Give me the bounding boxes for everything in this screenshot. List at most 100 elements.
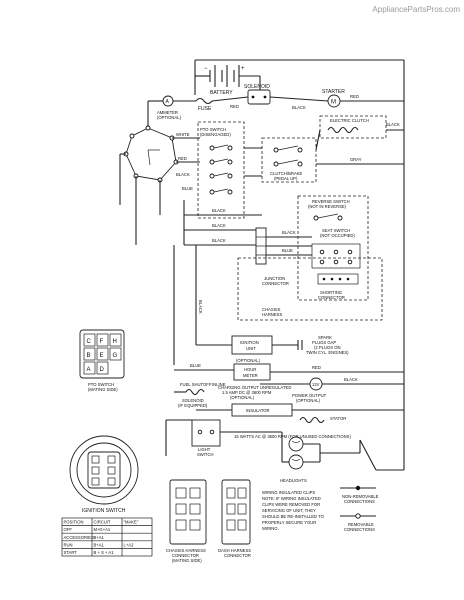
headlights (288, 436, 304, 470)
pto-switch-state: (DISENGAGED) (200, 132, 231, 137)
shorting-connector-label-2: CONNECTOR (318, 295, 345, 300)
table-cell: RUN (64, 542, 73, 547)
pto-pin-letter: B (87, 353, 91, 359)
pto-pin-letter: E (100, 353, 104, 359)
battery-symbol: − + (204, 65, 245, 87)
starter-label: STARTER (322, 89, 345, 95)
hour-meter-note: (OPTIONAL) (236, 358, 261, 363)
clutch-coil (327, 126, 359, 134)
clip-note-line: SERVICING OF UNIT, THEY (262, 508, 316, 513)
ignition-unit-label-2: UNIT (246, 346, 256, 351)
pto-pin-cell (109, 347, 122, 361)
power-output-12v-label: 12V (312, 382, 320, 387)
hour-meter-label-2: METER (243, 373, 258, 378)
power-output-label-2: (OPTIONAL) (296, 398, 321, 403)
pto-pin-cell (96, 333, 109, 347)
dash-connector-label-1: DASH HARNESS (218, 548, 251, 553)
table-cell: START (64, 550, 78, 555)
clutch-brake-title: CLUTCH/BRAKE (270, 171, 303, 176)
reverse-switch-state: (NOT IN REVERSE) (308, 204, 347, 209)
solenoid (247, 89, 271, 105)
spark-plug-label-2: PLUGS GAP (312, 340, 336, 345)
table-cell: B+A1 (94, 542, 105, 547)
non-removable-dot (355, 485, 361, 491)
pto-pin-letter: H (113, 339, 117, 345)
clip-note-line: WIRING. (262, 526, 279, 531)
wire-label-black-3: BLACK (386, 122, 400, 127)
wire-label-black-7: BLACK (282, 230, 296, 235)
wire-label-black-2: BLACK (176, 172, 190, 177)
chassis-connector-label-3: (MATING SIDE) (172, 558, 202, 563)
pto-switch-mating-note: (MATING SIDE) (88, 387, 118, 392)
svg-text:A: A (166, 99, 170, 105)
pto-pin-cell (96, 347, 109, 361)
dash-connector-label-2: CONNECTOR (224, 553, 251, 558)
fuel-solenoid-label-1: FUEL SHUTOFF (180, 382, 212, 387)
wire-label-red-2: RED (230, 104, 239, 109)
wire-label-white: WHITE (176, 132, 190, 137)
wire-label-black-vert: BLACK (198, 300, 203, 314)
pto-pin-cell (109, 333, 122, 347)
clutch-brake-state: (PEDAL UP) (274, 176, 298, 181)
wire-label-black-4: BLACK (212, 208, 226, 213)
shorting-connector (317, 273, 359, 285)
spark-plug-icon (297, 340, 303, 350)
wire-label-red-4: RED (312, 365, 321, 370)
pto-pin-letter: A (87, 367, 91, 373)
battery-minus: − (204, 66, 208, 72)
chassis-harness-label-1: CHASSIS (262, 307, 281, 312)
clip-note-line: PROPERLY SECURE YOUR (262, 520, 316, 525)
table-header-cell: CIRCUIT (94, 520, 111, 525)
shorting-connector-label-1: SHORTING (320, 290, 342, 295)
reverse-switch-contacts (313, 213, 343, 221)
headlights-label: HEADLIGHTS (280, 478, 307, 483)
stator-note: 15 WATTS AC @ 3600 RPM (FOR UNUSED CONNE… (234, 434, 351, 439)
legend: NON-REMOVABLE CONNECTIONS REMOVABLE CONN… (340, 485, 379, 532)
reverse-switch-block (297, 195, 369, 301)
power-output-label-1: POWER OUTPUT (292, 393, 327, 398)
ignition-table-frame (61, 517, 153, 557)
legend-removable-1: REMOVABLE (348, 522, 374, 527)
fuel-solenoid-label-2: SOLENOID (182, 398, 204, 403)
pto-pin-cell (83, 347, 96, 361)
ignition-unit (231, 335, 273, 355)
clip-note-line: WIRING INSULATED CLIPS (262, 490, 315, 495)
electric-clutch-label: ELECTRIC CLUTCH (330, 118, 369, 123)
table-header-cell: "MAKE" (124, 520, 139, 525)
removable-dot (355, 513, 361, 519)
spark-plug-label-1: SPARK (318, 335, 332, 340)
wire-label-black-6: BLACK (212, 238, 226, 243)
chassis-harness-outline (237, 257, 383, 321)
chassis-harness-label-2: HARNESS (262, 312, 282, 317)
electric-clutch-block (319, 115, 387, 139)
ammeter-icon: A (162, 95, 174, 107)
chassis-connector-label-2: CONNECTOR (172, 553, 199, 558)
charging-note-2: 1.5 AMP DC @ 3600 RPM (222, 390, 272, 395)
starter-motor-icon: M (327, 94, 341, 108)
battery-label: BATTERY (210, 90, 233, 96)
chassis-harness-connector (169, 479, 207, 545)
wire-label-blue-2: BLUE (282, 248, 293, 253)
clutch-brake-block (261, 137, 317, 183)
table-header-cell: POSITION (64, 520, 84, 525)
wire-label-gray: GRAY (350, 157, 362, 162)
solenoid-label: SOLENOID (244, 84, 270, 90)
fuse-label: FUSE (198, 106, 212, 112)
pto-pin-cell (83, 361, 96, 375)
fuel-solenoid-symbol (185, 388, 205, 396)
table-cell: L+A2 (124, 542, 135, 547)
ignition-switch-label: IGNITION SWITCH (82, 508, 126, 514)
clutch-brake-contacts (273, 145, 303, 167)
legend-removable-2: CONNECTIONS (344, 527, 375, 532)
clip-note-line: SHOULD BE RE-INSTALLED TO (262, 514, 325, 519)
pto-switch-block (197, 121, 245, 219)
table-cell: B+A1 (94, 535, 105, 540)
seat-switch-state: (NOT OCCUPIED) (320, 233, 355, 238)
stator-label: STATOR (330, 416, 346, 421)
junction-connector-label-1: JUNCTION (264, 276, 285, 281)
inline-label: INLINE (212, 382, 226, 387)
watermark: AppliancePartsPros.com (372, 5, 460, 14)
ammeter-label: AMMETER (157, 110, 178, 115)
wire-label-red-3: RED (178, 156, 187, 161)
